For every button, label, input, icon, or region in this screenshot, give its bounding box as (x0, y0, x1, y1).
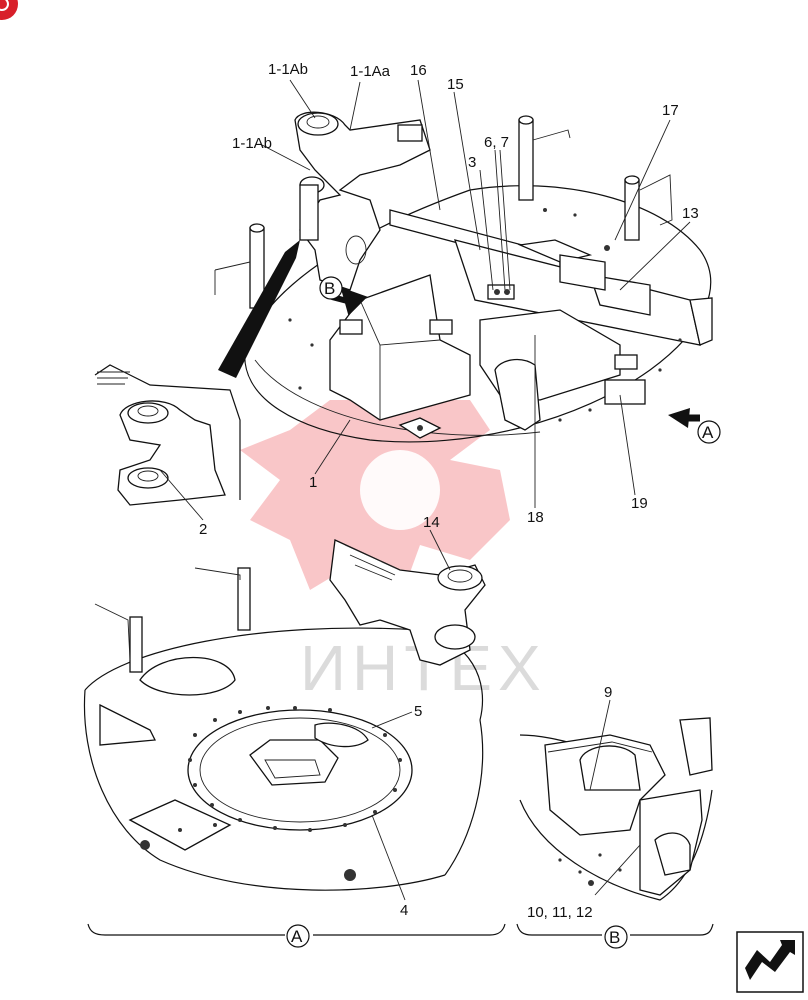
boom-pivot-inset (94, 364, 241, 506)
callout-1-1aa: 1-1Aa (350, 63, 391, 80)
callout-4: 4 (400, 902, 408, 919)
view-pointer-arrow (218, 240, 300, 378)
callout-10-11-12: 10, 11, 12 (527, 904, 593, 921)
callout-15: 15 (447, 76, 464, 93)
callout-1-1ab-left: 1-1Ab (232, 135, 272, 152)
view-a-label: A (702, 423, 714, 442)
callout-13: 13 (682, 205, 699, 222)
callout-18: 18 (527, 509, 544, 526)
view-b-label: B (324, 279, 335, 298)
callout-1: 1 (309, 474, 317, 491)
callout-1-1ab-top: 1-1Ab (268, 61, 308, 78)
leader-lines (159, 79, 691, 901)
callout-17: 17 (662, 102, 679, 119)
callout-5: 5 (414, 703, 422, 720)
callout-3: 3 (468, 154, 476, 171)
callout-19: 19 (631, 495, 648, 512)
badge-icon (0, 0, 18, 20)
section-a-label: A (291, 927, 303, 946)
view-b-detail (519, 717, 713, 901)
callout-labels: 1-1Ab 1-1Aa 16 15 6, 7 3 1-1Ab 17 13 1 2… (199, 61, 699, 921)
callout-6-7: 6, 7 (484, 134, 509, 151)
section-a-brace: A (87, 923, 506, 948)
callout-16: 16 (410, 62, 427, 79)
watermark-logo (240, 400, 510, 600)
return-arrow-icon[interactable] (736, 931, 804, 993)
upper-frame-assembly (214, 111, 713, 443)
view-a-arrow: A (668, 408, 721, 444)
callout-2: 2 (199, 521, 207, 538)
section-b-brace: B (516, 923, 714, 949)
view-a-turntable (83, 539, 486, 891)
callout-14: 14 (423, 514, 440, 531)
view-b-arrow: B (319, 276, 368, 316)
section-b-label: B (609, 928, 620, 947)
callout-9: 9 (604, 684, 612, 701)
